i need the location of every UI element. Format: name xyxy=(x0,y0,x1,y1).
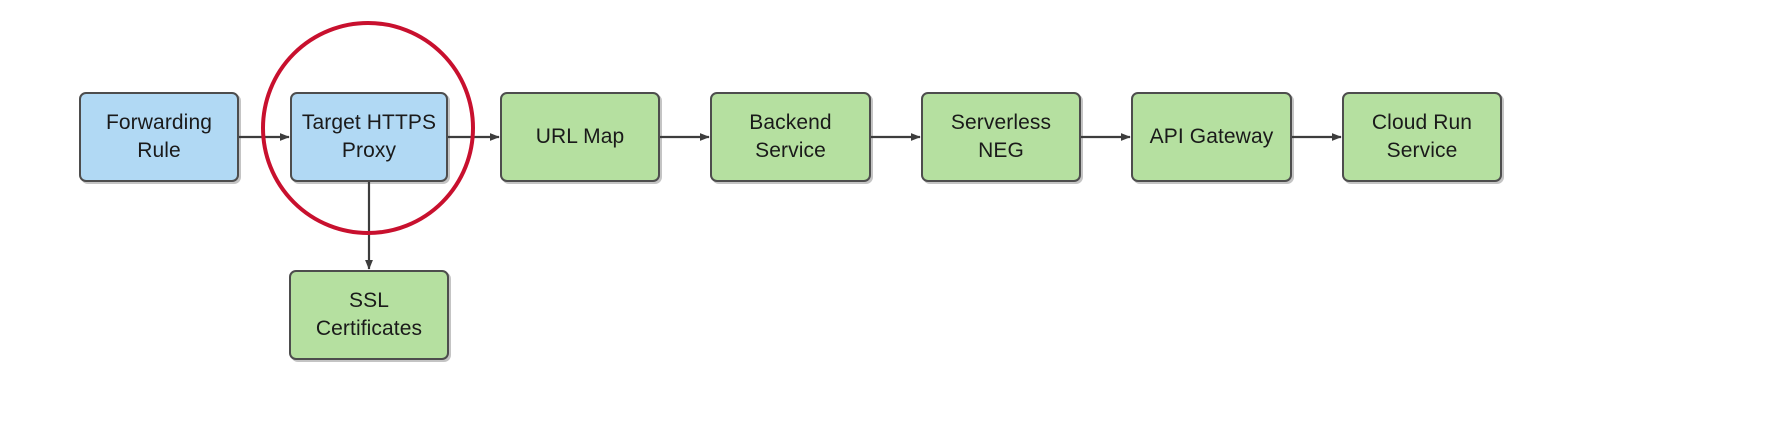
node-forwarding-rule-label: Forwarding Rule xyxy=(105,111,213,162)
node-url-map-label: URL Map xyxy=(535,125,625,149)
node-backend-service-label: Backend Service xyxy=(749,111,832,162)
node-cloud-run-service-label: Cloud Run Service xyxy=(1371,111,1473,162)
node-forwarding-rule[interactable]: Forwarding Rule xyxy=(79,92,239,182)
node-url-map[interactable]: URL Map xyxy=(500,92,660,182)
node-ssl-certificates-label: SSL Certificates xyxy=(315,289,423,340)
node-target-https-proxy[interactable]: Target HTTPS Proxy xyxy=(290,92,448,182)
node-target-https-proxy-label: Target HTTPS Proxy xyxy=(301,111,437,162)
node-backend-service[interactable]: Backend Service xyxy=(710,92,871,182)
node-api-gateway-label: API Gateway xyxy=(1149,125,1274,149)
node-api-gateway[interactable]: API Gateway xyxy=(1131,92,1292,182)
node-serverless-neg[interactable]: Serverless NEG xyxy=(921,92,1081,182)
node-ssl-certificates[interactable]: SSL Certificates xyxy=(289,270,449,360)
node-serverless-neg-label: Serverless NEG xyxy=(950,111,1052,162)
node-cloud-run-service[interactable]: Cloud Run Service xyxy=(1342,92,1502,182)
